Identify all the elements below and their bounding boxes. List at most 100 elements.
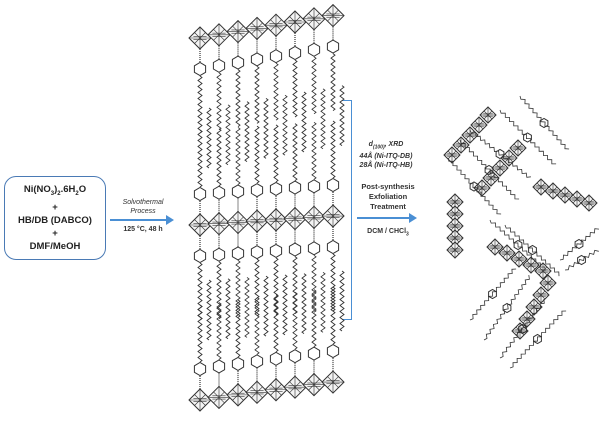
exfoliated-octahedron-icon [486, 238, 504, 256]
exfoliated-octahedron-icon [479, 106, 497, 124]
alkyl-chain [273, 294, 279, 353]
exfoliated-octahedron-icon [509, 139, 527, 157]
alkyl-chain [225, 104, 231, 166]
exfoliated-octahedron-icon [511, 322, 529, 340]
exfoliated-octahedron-icon [452, 136, 470, 154]
alkyl-chain [273, 257, 279, 316]
xrd-spacing-label: d(100), XRD 44Å (Ni-ITQ-DB) 28Å (Ni-ITQ-… [359, 141, 413, 170]
phenyl-ring-icon [288, 45, 302, 61]
alkyl-chain [263, 98, 269, 159]
alkyl-chain [469, 129, 531, 178]
phenyl-ring-icon [528, 244, 537, 256]
alkyl-chain [254, 66, 260, 124]
alkyl-chain [197, 304, 203, 363]
alkyl-chain [330, 253, 336, 312]
phenyl-ring-icon [269, 243, 283, 258]
conditions-label: 125 °C, 48 h [123, 226, 163, 233]
phenyl-ring-icon [484, 164, 494, 176]
phenyl-ring-icon [231, 246, 245, 261]
exfoliated-octahedron-icon [518, 310, 536, 328]
exfoliated-octahedron-icon [491, 159, 509, 177]
octahedron-top-icon [207, 23, 231, 47]
octahedron-middle-icon [207, 212, 231, 236]
alkyl-chain [254, 296, 260, 355]
octahedron-top-icon [188, 26, 212, 50]
plus-sign: + [52, 227, 58, 239]
alkyl-chain [216, 72, 222, 131]
interlayer-spacing-bracket [342, 100, 352, 320]
phenyl-ring-icon [469, 181, 479, 192]
alkyl-chain [216, 302, 222, 360]
alkyl-chain [235, 69, 241, 127]
phenyl-ring-icon [488, 288, 497, 300]
alkyl-chain [282, 274, 288, 336]
exfoliated-octahedron-icon [446, 241, 464, 259]
alkyl-chain [244, 277, 250, 338]
phenyl-ring-icon [193, 361, 207, 377]
phenyl-ring-icon [326, 239, 340, 255]
octahedron-middle-icon [264, 208, 288, 232]
phenyl-ring-icon [231, 356, 245, 371]
octahedron-top-icon [245, 16, 269, 41]
phenyl-ring-icon [250, 183, 264, 198]
octahedron-bottom-icon [188, 388, 212, 412]
phenyl-ring-icon [231, 184, 245, 199]
alkyl-chain [311, 56, 317, 115]
phenyl-ring-icon [307, 241, 321, 256]
alkyl-chain [206, 279, 212, 341]
octahedron-middle-icon [302, 205, 326, 230]
alkyl-chain [292, 59, 298, 118]
alkyl-chain [235, 127, 241, 185]
phenyl-ring-icon [288, 180, 302, 195]
alkyl-chain [244, 101, 250, 162]
alkyl-chain [509, 310, 567, 369]
phenyl-ring-icon [307, 179, 321, 194]
alkyl-chain [483, 275, 530, 341]
alkyl-chain [330, 120, 336, 179]
octahedron-bottom-icon [321, 370, 345, 394]
octahedron-top-icon [264, 13, 288, 37]
reactant-solvent: DMF/MeOH [29, 240, 81, 252]
exfoliated-octahedron-icon [534, 262, 552, 280]
phenyl-ring-icon [212, 58, 226, 73]
alkyl-chain [564, 249, 599, 271]
exfoliated-octahedron-icon [498, 244, 516, 262]
alkyl-chain [301, 273, 307, 334]
phenyl-ring-icon [212, 247, 226, 262]
alkyl-chain [301, 91, 307, 153]
alkyl-chain [499, 299, 545, 359]
alkyl-chain [320, 271, 326, 333]
exfoliated-octahedron-icon [461, 126, 479, 144]
phenyl-ring-icon [518, 323, 527, 335]
phenyl-ring-icon [577, 254, 586, 266]
octahedron-bottom-icon [245, 380, 269, 405]
alkyl-chain [197, 75, 203, 134]
exfoliated-octahedron-icon [470, 116, 488, 134]
reactant-nickel-nitrate: Ni(NO3)2.6H2O [23, 184, 87, 197]
octahedron-bottom-icon [264, 378, 288, 402]
octahedron-top-icon [302, 7, 326, 31]
alkyl-chain [282, 94, 288, 156]
alkyl-chain [330, 286, 336, 345]
alkyl-chain [235, 299, 241, 358]
phenyl-ring-icon [193, 248, 207, 264]
octahedron-bottom-icon [283, 375, 307, 399]
phenyl-ring-icon [250, 354, 264, 369]
phenyl-ring-icon [502, 302, 512, 314]
reactant-linker: HB/DB (DABCO) [18, 214, 92, 226]
alkyl-chain [504, 224, 560, 277]
exfoliation-label: Post-synthesis Exfoliation Treatment [361, 182, 415, 211]
phenyl-ring-icon [307, 42, 321, 57]
phenyl-ring-icon [288, 349, 302, 364]
octahedron-bottom-icon [207, 385, 231, 410]
alkyl-chain [311, 121, 317, 180]
phenyl-ring-icon [523, 132, 532, 143]
exfoliated-octahedron-icon [539, 274, 557, 292]
phenyl-ring-icon [574, 238, 584, 250]
alkyl-chain [320, 88, 326, 150]
octahedron-middle-icon [188, 213, 212, 237]
phenyl-ring-icon [539, 117, 549, 129]
phenyl-ring-icon [533, 333, 542, 345]
octahedron-middle-icon [226, 210, 250, 235]
